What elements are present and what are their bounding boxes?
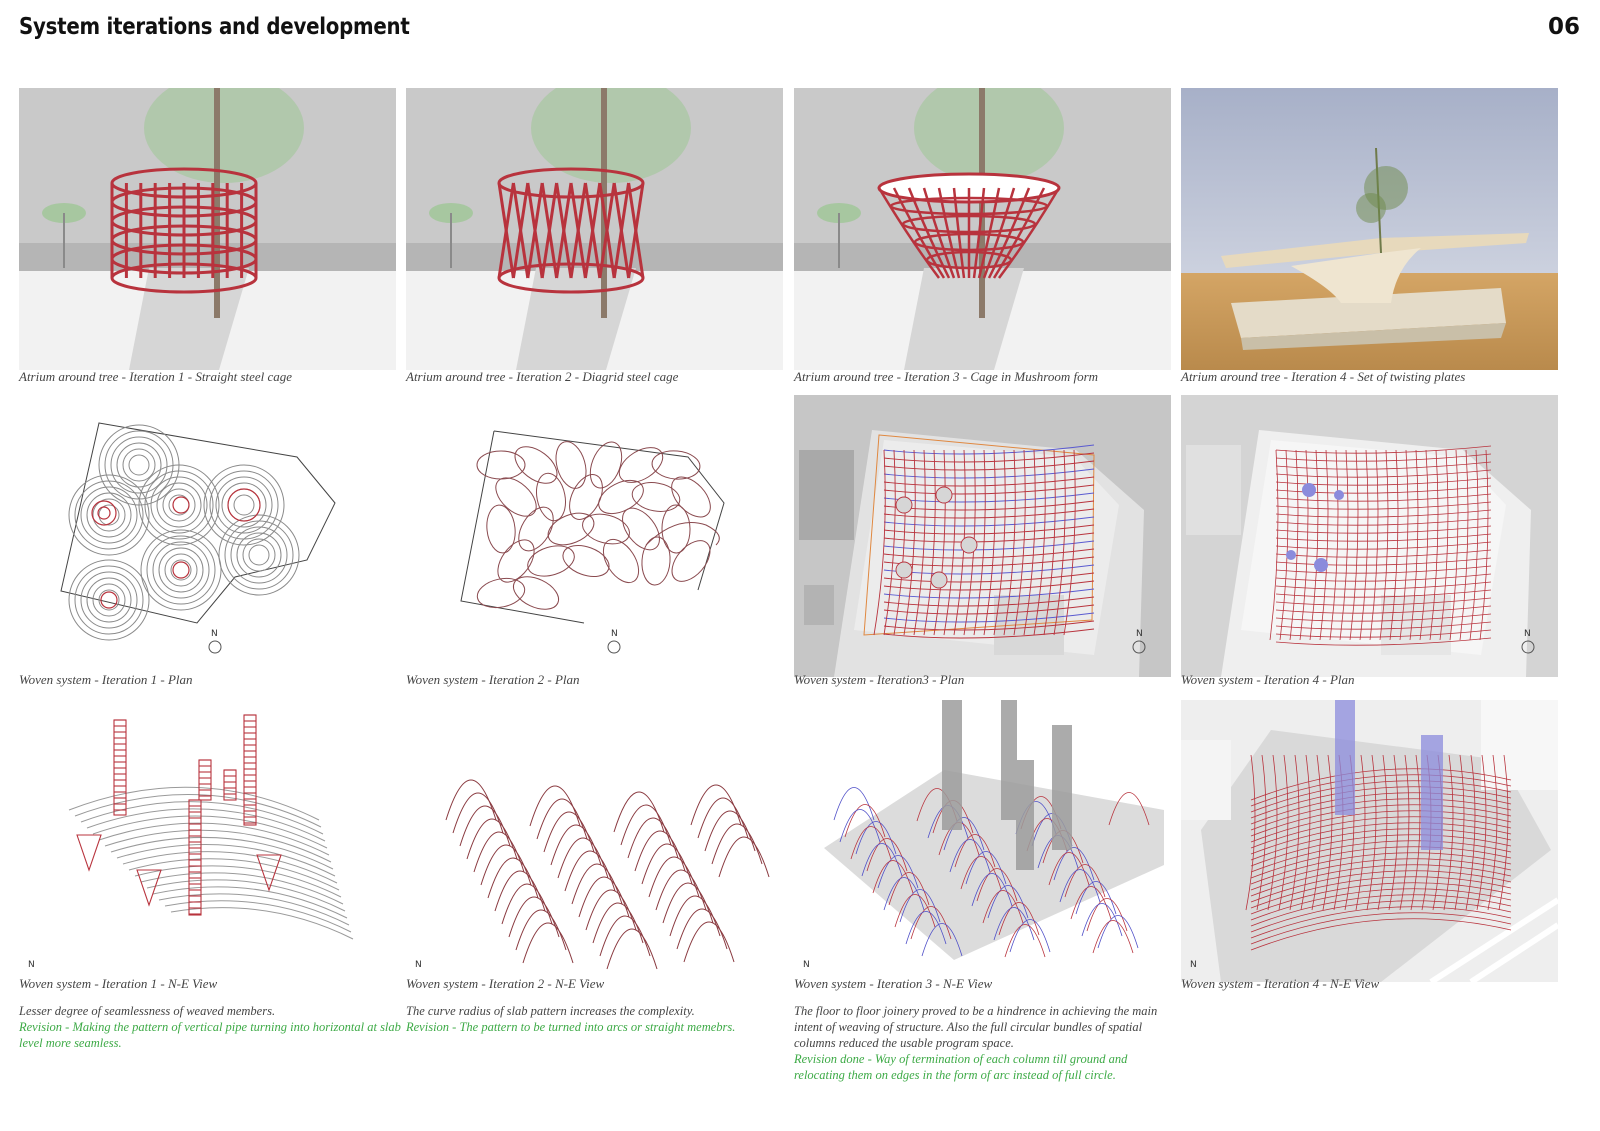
north-arrow-label: N — [1524, 629, 1531, 639]
north-arrow-label: N — [1190, 960, 1197, 970]
caption-row1-4: Atrium around tree - Iteration 4 - Set o… — [1181, 369, 1466, 384]
note-iteration-1: Lesser degree of seamlessness of weaved … — [19, 1003, 404, 1051]
note-iteration-3: The floor to floor joinery proved to be … — [794, 1003, 1179, 1083]
page-number: 06 — [1547, 14, 1580, 40]
note-text: The floor to floor joinery proved to be … — [794, 1004, 1158, 1050]
ne-view-iteration-2 — [406, 700, 783, 982]
plan-iteration-4 — [1181, 395, 1558, 677]
caption-row2-2: Woven system - Iteration 2 - Plan — [406, 672, 580, 687]
render-iteration-4 — [1181, 88, 1558, 370]
page-title: System iterations and development — [19, 14, 410, 40]
note-text: Lesser degree of seamlessness of weaved … — [19, 1004, 276, 1018]
caption-row1-2: Atrium around tree - Iteration 2 - Diagr… — [406, 369, 679, 384]
render-iteration-3 — [794, 88, 1171, 370]
caption-row3-2: Woven system - Iteration 2 - N-E View — [406, 976, 605, 991]
caption-row1-1: Atrium around tree - Iteration 1 - Strai… — [19, 369, 293, 384]
caption-row2-4: Woven system - Iteration 4 - Plan — [1181, 672, 1355, 687]
note-iteration-2: The curve radius of slab pattern increas… — [406, 1003, 786, 1035]
note-revision: Revision done - Way of termination of ea… — [794, 1052, 1128, 1082]
caption-row2-1: Woven system - Iteration 1 - Plan — [19, 672, 193, 687]
plan-iteration-2 — [406, 395, 783, 677]
note-revision: Revision - The pattern to be turned into… — [406, 1020, 736, 1034]
north-arrow-label: N — [803, 960, 810, 970]
north-arrow-label: N — [1136, 629, 1143, 639]
caption-row2-3: Woven system - Iteration3 - Plan — [794, 672, 965, 687]
render-iteration-1 — [19, 88, 396, 370]
north-arrow-label: N — [415, 960, 422, 970]
ne-view-iteration-1 — [19, 700, 396, 982]
note-revision: Revision - Making the pattern of vertica… — [19, 1020, 401, 1050]
plan-iteration-3 — [794, 395, 1171, 677]
north-arrow-label: N — [28, 960, 35, 970]
caption-row3-1: Woven system - Iteration 1 - N-E View — [19, 976, 218, 991]
ne-view-iteration-3 — [794, 700, 1171, 982]
ne-view-iteration-4 — [1181, 700, 1558, 982]
north-arrow-label: N — [211, 629, 218, 639]
caption-row1-3: Atrium around tree - Iteration 3 - Cage … — [794, 369, 1099, 384]
north-arrow-label: N — [611, 629, 618, 639]
caption-row3-3: Woven system - Iteration 3 - N-E View — [794, 976, 993, 991]
plan-iteration-1 — [19, 395, 396, 677]
note-text: The curve radius of slab pattern increas… — [406, 1004, 695, 1018]
caption-row3-4: Woven system - Iteration 4 - N-E View — [1181, 976, 1380, 991]
render-iteration-2 — [406, 88, 783, 370]
